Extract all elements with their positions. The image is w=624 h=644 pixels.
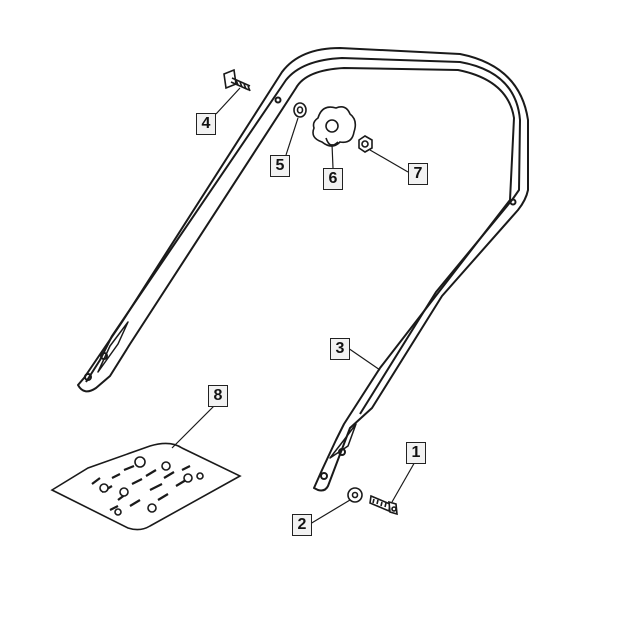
handle-part xyxy=(77,47,529,492)
callout-label-7: 7 xyxy=(408,163,428,185)
callout-label-2: 2 xyxy=(292,514,312,536)
callout-label-5: 5 xyxy=(270,155,290,177)
bolt-part-4 xyxy=(223,68,251,92)
callout-label-1: 1 xyxy=(406,442,426,464)
callout-label-4: 4 xyxy=(196,113,216,135)
nut-part-7 xyxy=(358,135,373,153)
knob-part-6 xyxy=(312,106,357,147)
callout-label-8: 8 xyxy=(208,385,228,407)
hardware-bag-part-8 xyxy=(50,442,242,531)
leader-lines xyxy=(171,87,417,525)
callout-label-6: 6 xyxy=(323,168,343,190)
callout-label-3: 3 xyxy=(330,338,350,360)
bolt-part-1 xyxy=(369,494,398,516)
washer-part-2 xyxy=(347,487,363,503)
washer-part-5 xyxy=(293,102,307,118)
